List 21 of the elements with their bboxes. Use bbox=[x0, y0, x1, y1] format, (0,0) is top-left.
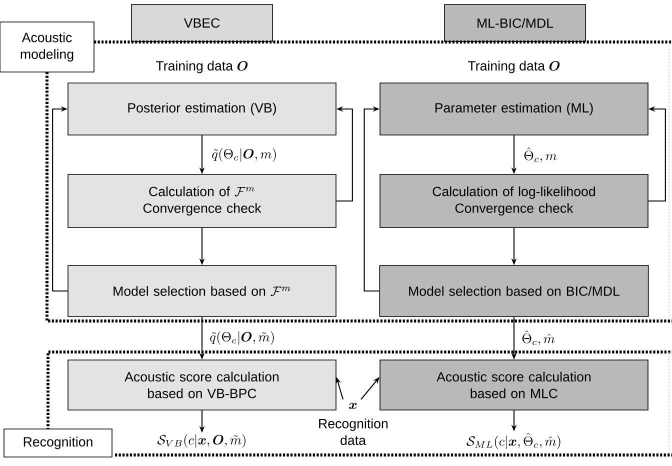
process-box: Calculation of log-likelihood Convergence check bbox=[380, 174, 648, 228]
edge-label: $\hat{\Theta}_c,m$ bbox=[522, 146, 558, 164]
process-box: Parameter estimation (ML) bbox=[380, 82, 648, 136]
process-box: Acoustic score calculation based on MLC bbox=[380, 360, 648, 410]
section-label: Acoustic modeling bbox=[0, 22, 94, 72]
header-box: VBEC bbox=[131, 4, 273, 42]
formula-text: $\mathcal{S}_{VB}(c|\bm{x},\bm{O},\tilde{m})$ bbox=[157, 434, 246, 448]
process-box: Calculation of $\mathcal{F}^m$ Convergence check bbox=[68, 174, 336, 228]
process-box: Acoustic score calculation based on VB-BPC bbox=[68, 360, 336, 410]
formula-text: $\mathcal{S}_{ML}(c|\bm{x},\hat{\Theta}_c,\hat{m})$ bbox=[466, 433, 560, 449]
process-box: Posterior estimation (VB) bbox=[68, 82, 336, 136]
header-box: ML-BIC/MDL bbox=[444, 4, 586, 42]
edge-label: $\hat{\Theta}_c,\hat{m}$ bbox=[520, 329, 556, 347]
edge-label: $\tilde{q}(\Theta_c|\bm{O},\tilde{m})$ bbox=[208, 330, 276, 346]
edge-label: $\tilde{q}(\Theta_c|\bm{O},m)$ bbox=[210, 147, 278, 163]
process-box: Model selection based on BIC/MDL bbox=[379, 265, 649, 317]
caption-text: Training data $\bm{O}$ bbox=[468, 60, 560, 74]
caption-text: Training data $\bm{O}$ bbox=[156, 60, 248, 74]
arrow bbox=[52, 106, 68, 292]
process-box: Model selection based on $\mathcal{F}^m$ bbox=[68, 265, 336, 317]
section-label: Recognition bbox=[4, 428, 112, 458]
